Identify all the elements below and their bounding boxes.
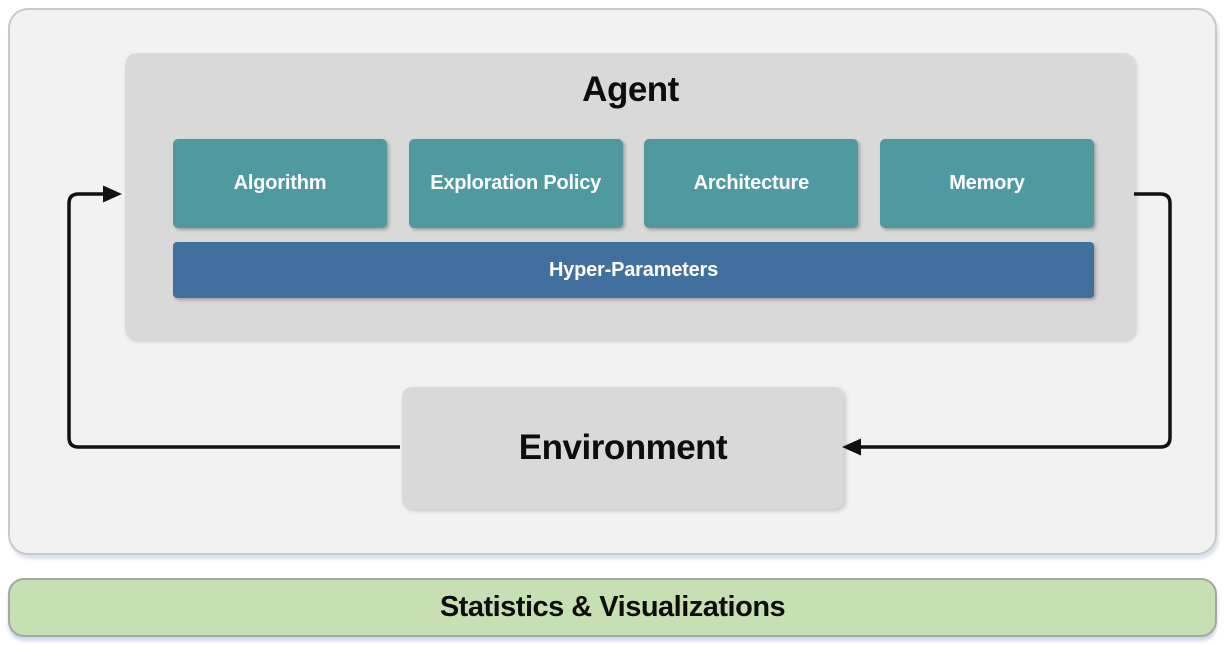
statistics-visualizations-bar: Statistics & Visualizations — [8, 578, 1217, 637]
hyper-parameters-box: Hyper-Parameters — [173, 242, 1094, 298]
environment-title: Environment — [518, 428, 728, 467]
component-memory: Memory — [879, 139, 1094, 228]
agent-title: Agent — [582, 70, 679, 109]
component-architecture: Architecture — [644, 139, 859, 228]
component-exploration-policy: Exploration Policy — [408, 139, 623, 228]
environment-box: Environment — [402, 387, 844, 509]
statistics-visualizations-label: Statistics & Visualizations — [439, 591, 786, 623]
rl-loop-panel: Agent Algorithm Exploration Policy Archi… — [8, 8, 1217, 555]
agent-box: Agent Algorithm Exploration Policy Archi… — [125, 53, 1136, 340]
agent-components-row: Algorithm Exploration Policy Architectur… — [173, 139, 1094, 228]
component-algorithm: Algorithm — [173, 139, 387, 228]
